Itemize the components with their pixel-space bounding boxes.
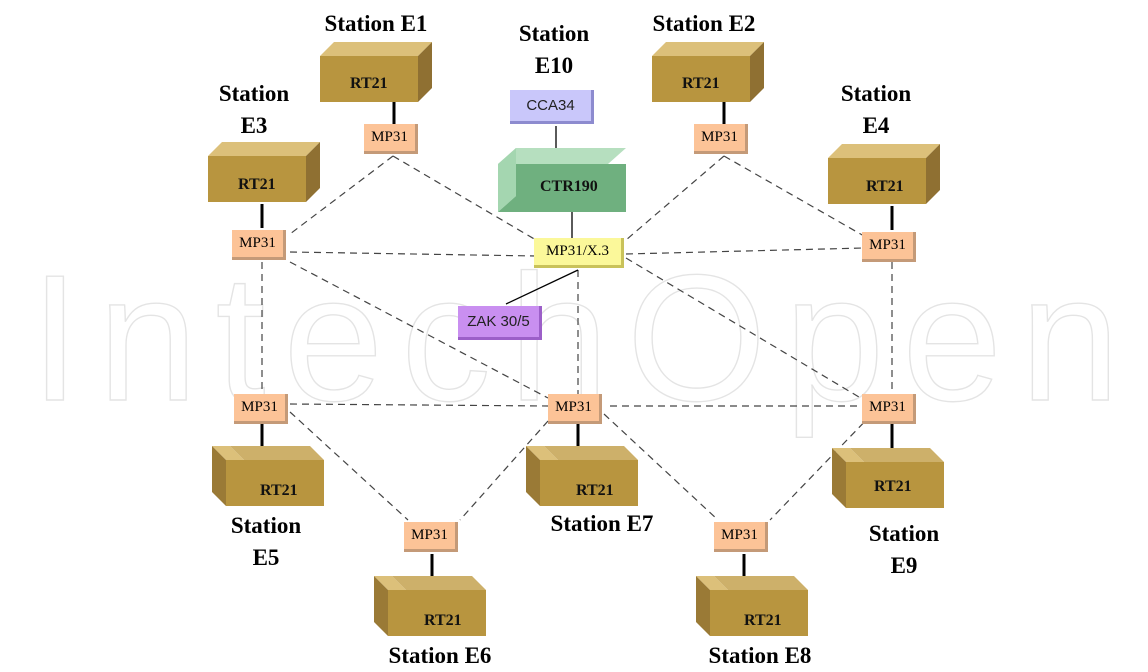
station-label-e7: Station E7 <box>550 511 654 536</box>
link-e2-gw <box>625 155 725 241</box>
link-e3-gw <box>289 251 537 257</box>
ctr-box <box>498 148 626 212</box>
zak-node: ZAK 30/5 <box>458 306 542 340</box>
thin-links <box>505 126 579 305</box>
link-gw-e9 <box>625 257 865 401</box>
link-gw-e4 <box>625 247 865 255</box>
station-label-e9: Station E9 <box>868 521 940 578</box>
link-e7-e6 <box>459 411 557 521</box>
link-e9-e8 <box>769 413 873 521</box>
station-label-e6: Station E6 <box>388 643 492 668</box>
link-e3-e7 <box>289 261 549 399</box>
link-e5-e6 <box>289 411 409 521</box>
mp-node-e2: MP31 <box>694 124 748 154</box>
link-e1-e3 <box>289 155 394 235</box>
rt-label-e1: RT21 <box>350 75 388 92</box>
solid-links <box>260 102 894 576</box>
dashed-links <box>261 155 893 521</box>
rt-box-e1 <box>320 42 432 102</box>
link-e2-e4 <box>723 155 865 237</box>
gateway-node: MP31/X.3 <box>534 238 624 268</box>
rt-label-e9: RT21 <box>874 478 912 495</box>
station-label-e5: Station E5 <box>230 513 302 570</box>
mp-node-e4: MP31 <box>862 232 916 262</box>
mp-node-e7: MP31 <box>548 394 602 424</box>
station-label-e10: Station E10 <box>518 21 590 78</box>
rt-label-e5: RT21 <box>260 482 298 499</box>
mp-node-e1: MP31 <box>364 124 418 154</box>
rt-label-e2: RT21 <box>682 75 720 92</box>
ctr-label: CTR190 <box>540 178 598 195</box>
rt-label-e4: RT21 <box>866 178 904 195</box>
mp-node-e8: MP31 <box>714 522 768 552</box>
rt-box-e2 <box>652 42 764 102</box>
rt-label-e3: RT21 <box>238 176 276 193</box>
link-e7-e8 <box>603 413 719 521</box>
station-label-e4: Station E4 <box>840 81 912 138</box>
station-label-e1: Station E1 <box>324 11 428 36</box>
rt-label-e6: RT21 <box>424 612 462 629</box>
mp-node-e6: MP31 <box>404 522 458 552</box>
rt-label-e8: RT21 <box>744 612 782 629</box>
link-e1-gw <box>392 155 537 241</box>
mp-node-e5: MP31 <box>234 394 288 424</box>
mp-node-e9: MP31 <box>862 394 916 424</box>
station-label-e8: Station E8 <box>708 643 812 668</box>
mp-node-e3: MP31 <box>232 230 286 260</box>
station-label-e3: Station E3 <box>218 81 290 138</box>
cca-node: CCA34 <box>510 90 594 124</box>
rt-label-e7: RT21 <box>576 482 614 499</box>
station-label-e2: Station E2 <box>652 11 756 36</box>
